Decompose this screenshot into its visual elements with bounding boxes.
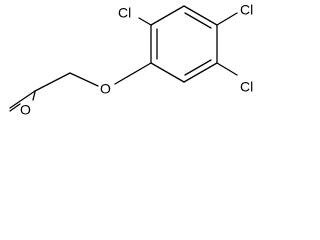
bond-ch2-ether-o (69, 72, 99, 87)
atom-label-cl-right-bottom: Cl (240, 79, 253, 95)
atom-label-epoxide-o: O (20, 102, 31, 118)
bond-epoxide-o-left (9, 103, 21, 112)
ring-bond-5 (183, 62, 218, 83)
molecule-structure: Cl Cl Cl O O (9, 2, 253, 118)
bond-epoxide-o-right (32, 91, 36, 101)
bond-ether-o-ring (114, 62, 152, 85)
bond-epoxide-ch2 (34, 72, 71, 92)
bond-cl-right-bottom (216, 62, 238, 76)
atom-label-ether-o: O (100, 81, 111, 97)
epoxide-ring (9, 90, 36, 112)
ring-double-bond-top-right (184, 12, 212, 29)
atom-label-cl-top: Cl (118, 5, 131, 21)
bond-epoxide-c-c (9, 90, 36, 109)
ring-bond-6 (150, 62, 185, 83)
substituent-bonds (138, 12, 238, 76)
ring-double-bond-bottom-right (184, 59, 212, 76)
ring-bond-2 (150, 5, 185, 26)
bond-cl-right-top (216, 12, 238, 26)
linker-chain (34, 62, 152, 92)
bond-cl-top (138, 17, 152, 26)
atom-label-cl-right-top: Cl (240, 2, 253, 18)
benzene-ring (150, 5, 218, 83)
ring-bond-3 (183, 5, 218, 26)
